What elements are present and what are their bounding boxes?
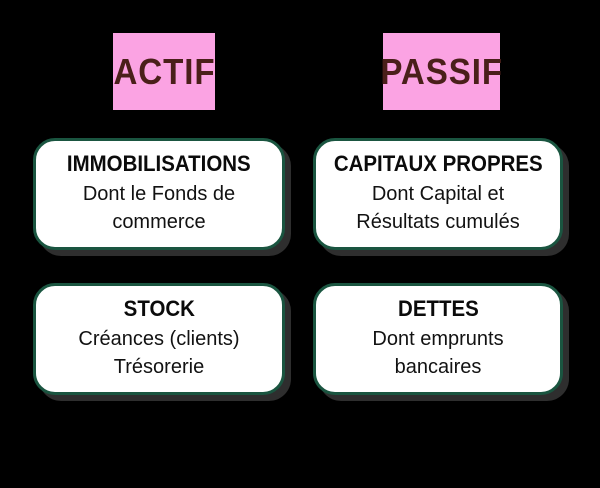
card-dettes-line-2: bancaires bbox=[394, 356, 482, 379]
card-immobilisations-line-2: commerce bbox=[112, 211, 206, 234]
column-header-actif-label: ACTIF bbox=[112, 50, 216, 92]
card-immobilisations: IMMOBILISATIONS Dont le Fonds de commerc… bbox=[33, 138, 285, 250]
card-capitaux-propres-line-1: Dont Capital et bbox=[371, 182, 505, 205]
card-immobilisations-line-1: Dont le Fonds de bbox=[82, 182, 236, 205]
card-capitaux-propres: CAPITAUX PROPRES Dont Capital et Résulta… bbox=[313, 138, 563, 250]
card-stock-line-2: Trésorerie bbox=[113, 356, 205, 379]
card-immobilisations-title: IMMOBILISATIONS bbox=[67, 151, 251, 177]
column-header-passif: PASSIF bbox=[380, 33, 503, 110]
column-header-actif: ACTIF bbox=[113, 33, 215, 110]
card-dettes-title: DETTES bbox=[397, 296, 479, 322]
column-header-passif-label: PASSIF bbox=[380, 50, 503, 92]
card-dettes: DETTES Dont emprunts bancaires bbox=[313, 283, 563, 395]
card-capitaux-propres-title: CAPITAUX PROPRES bbox=[333, 151, 543, 177]
card-dettes-line-1: Dont emprunts bbox=[372, 327, 504, 350]
card-stock: STOCK Créances (clients) Trésorerie bbox=[33, 283, 285, 395]
card-stock-line-1: Créances (clients) bbox=[78, 327, 240, 350]
card-stock-title: STOCK bbox=[123, 296, 195, 322]
card-capitaux-propres-line-2: Résultats cumulés bbox=[356, 211, 520, 234]
